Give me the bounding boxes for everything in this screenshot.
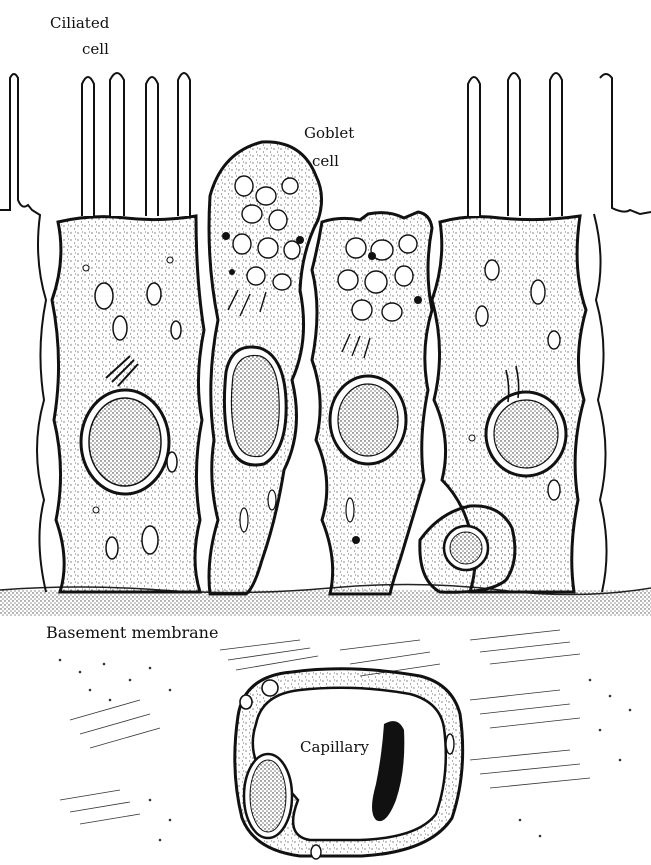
basal-cell [420, 506, 515, 592]
ciliated-cell-left [52, 73, 204, 592]
secretory-cell-center [312, 212, 432, 594]
right-cell-edge [594, 74, 651, 592]
ciliated-cell-label-line2: cell [82, 40, 109, 58]
goblet-cell [209, 142, 322, 594]
basement-membrane-label: Basement membrane [46, 624, 218, 642]
ciliated-cell-label-line1: Ciliated [50, 14, 109, 32]
left-cell-edge [0, 74, 46, 592]
goblet-cell-label-line1: Goblet [304, 124, 354, 142]
capillary [235, 669, 463, 859]
capillary-label: Capillary [300, 738, 369, 756]
goblet-cell-label-line2: cell [312, 152, 339, 170]
